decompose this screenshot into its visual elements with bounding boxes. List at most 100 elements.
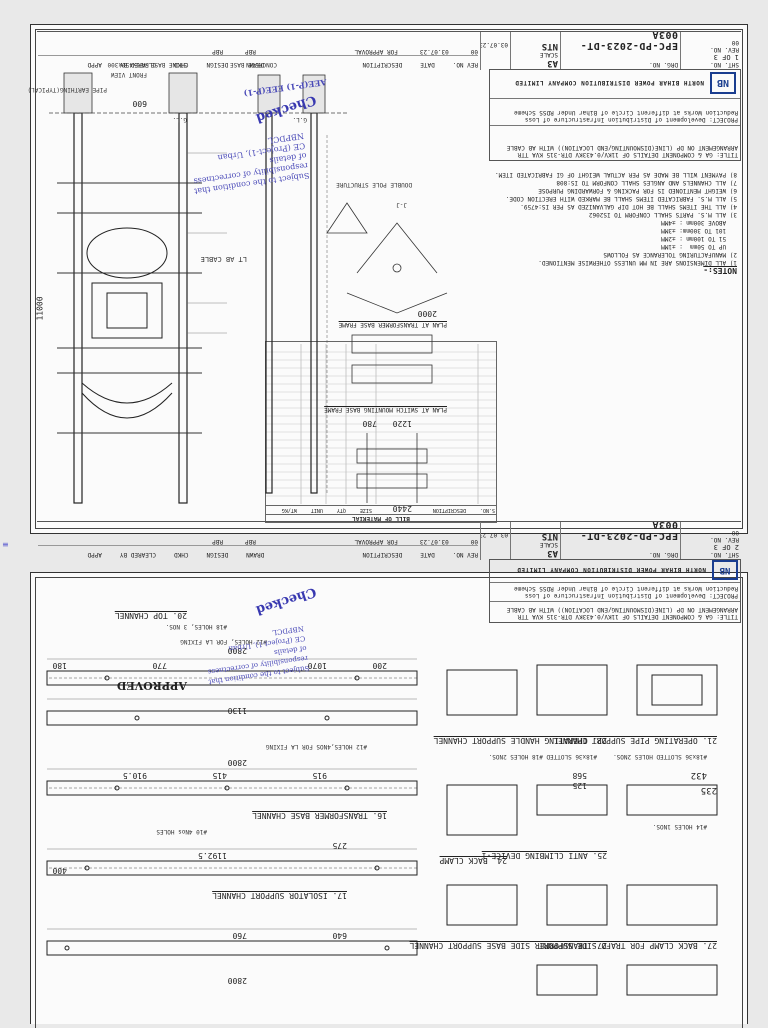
rev2-row-date: 03.07.23: [419, 538, 449, 545]
rev-label-2: REV. NO.: [710, 536, 739, 543]
rev2-row-drawn: RBP: [245, 538, 256, 545]
rev2-col-chkd: CHKD: [174, 551, 189, 558]
rev-table-header-2: REV NO. DATE DESCRIPTION DRAWN DESIGN CH…: [38, 545, 478, 558]
rev-row-description: FOR APPROVAL: [354, 48, 398, 55]
caption-operating-handle: 22. OPERATING HANDLE SUPPORT CHANNEL: [433, 736, 607, 745]
sheet-number: 1 OF 3: [713, 53, 739, 61]
dim-channel-seg-4: 180: [52, 661, 67, 670]
dim-channel-seg-10: 1192.5: [198, 851, 227, 860]
dim-channel-seg-1: 1070: [307, 661, 327, 670]
dim-channel-seg-8: 415: [212, 771, 227, 780]
company-block-2: NB NORTH BIHAR POWER DISTRIBUTION COMPAN…: [490, 558, 740, 582]
rev-number: 00: [731, 39, 739, 46]
dim-125: 125: [572, 781, 587, 790]
sheet-2-rotated-content: SHT. NO. 2 OF 3 REV. NO. 00 DRG. NO. EPC…: [31, 515, 747, 1025]
hole-note-3: #12 HOLES,4NOS FOR LA FIXING: [265, 743, 367, 750]
sheet-number-2: 2 OF 3: [713, 543, 739, 551]
section-jj-label: J-J: [396, 201, 407, 208]
dim-568: 568: [572, 771, 587, 780]
rev2-col-date: DATE: [420, 551, 435, 558]
dim-channel-seg-11: 400: [52, 866, 67, 875]
dim-channel-seg-5: 1130: [227, 706, 247, 715]
hole-note-6: #18x36 SLOTTED #18 HOLES 2NOS.: [488, 753, 597, 760]
plan-switch-caption: PLAN AT SWITCH MOUNTING BASE FRAME: [324, 406, 447, 413]
rev-row-revno: 00: [470, 48, 478, 55]
company-name-2: NORTH BIHAR POWER DISTRIBUTION COMPANY L…: [516, 566, 706, 574]
component-details-drawing: [46, 658, 718, 996]
dim-width-2: 1220: [392, 419, 412, 428]
rev2-row-revno: 00: [470, 538, 478, 545]
scale-value-2: NTS: [541, 531, 558, 541]
project-description-2: PROJECT: Development of Distribution Inf…: [490, 582, 740, 601]
rev2-col-description: DESCRIPTION: [362, 551, 403, 558]
rev2-col-cleared: CLEARED BY: [119, 551, 157, 558]
dim-foundation: 600: [132, 99, 147, 108]
dim-plan: 2000: [417, 309, 437, 318]
drawing-number-2: EPC-PD-2023-DT-003A: [580, 522, 678, 541]
hole-note-1: #18 HOLES, 3 NOS.: [165, 623, 227, 630]
rev-row-design: RBP: [212, 48, 224, 55]
concrete-base-label: CONCRETE BASE: [230, 61, 277, 68]
rev-row-date: 03.07.23: [419, 48, 449, 55]
dim-channel-seg-3: 200: [372, 661, 387, 670]
stone-base-label: STONE BASE 450x450x300: [107, 61, 187, 68]
rev-table-row-2: 00 03.07.23 FOR APPROVAL RBP RBP: [38, 533, 478, 545]
front-view-drawing: [47, 72, 448, 504]
sheet-number-label-2: SHT. NO.: [710, 551, 739, 558]
dim-channel-length-2: 2800: [227, 758, 247, 767]
dim-channel-seg-9: 275: [332, 841, 347, 850]
dim-channel-seg-7: 910.5: [122, 771, 147, 780]
hole-note-7: #14 HOLES 1NOS.: [652, 823, 707, 830]
sheet-1-rotated-content: SHT. NO. 1 OF 3 REV. NO. 00 DRG. NO. EPC…: [27, 25, 747, 533]
drawing-date: 03.07.23: [481, 41, 508, 48]
size-scale-cell-2: A3 SCALE NTS: [511, 522, 561, 560]
drawing-number: EPC-PD-2023-DT-003A: [580, 32, 678, 51]
rev2-col-drawn: DRAWN: [246, 551, 265, 558]
dim-channel-seg-6: 915: [312, 771, 327, 780]
hole-note-5: #18x36 SLOTTED HOLES 2NOS.: [613, 753, 707, 760]
sheet-number-cell-2: SHT. NO. 2 OF 3 REV. NO. 00: [681, 522, 741, 560]
bom-grid: [266, 344, 496, 504]
drawing-sheet-1: SHT. NO. 1 OF 3 REV. NO. 00 DRG. NO. EPC…: [27, 24, 748, 534]
dim-235: 235: [700, 785, 717, 795]
dim-channel-seg-2: 770: [152, 661, 167, 670]
dim-channel-seg-12: 640: [332, 931, 347, 940]
pipe-earthing-label: PIPE EARTHING(TYPICAL): [27, 86, 107, 93]
rev2-col-design: DESIGN: [206, 551, 229, 558]
dim-width-3: 780: [362, 419, 377, 428]
drawing-number-cell-2: DRG. NO. EPC-PD-2023-DT-003A: [561, 522, 681, 560]
rev-row-drawn: RBP: [245, 48, 256, 55]
sheet-2-frame: [35, 577, 743, 1028]
ground-level-label-2: G.L.: [292, 116, 307, 123]
title-info-block-2: TITLE: GA & COMPONENT DETAILS OF 11KV/0.…: [489, 559, 741, 623]
dim-width-1: 2440: [392, 504, 412, 513]
rev2-row-description: FOR APPROVAL: [354, 538, 398, 545]
rev2-row-design: RBP: [212, 538, 224, 545]
company-logo-2: NB: [712, 560, 738, 580]
rev-label: REV. NO.: [710, 46, 739, 53]
sheet-size-2: A3: [547, 548, 558, 558]
rev2-col-appd: APPD: [87, 551, 102, 558]
approved-stamp: APPROVED: [116, 679, 187, 692]
ground-level-label-1: G.L.: [172, 116, 187, 123]
date-cell-2: 03.07.23: [481, 522, 511, 560]
caption-support-channel: 17. ISOLATOR SUPPORT CHANNEL: [212, 891, 347, 900]
dim-channel-length-3: 2800: [227, 976, 247, 985]
dim-channel-seg-13: 760: [232, 931, 247, 940]
dim-height: 11000: [35, 296, 45, 321]
margin-mark: ≡: [2, 540, 9, 549]
front-view-label: FRONT VIEW: [110, 71, 147, 78]
caption-anti-climbing: 25. ANTI CLIMBING DEVICE-1: [481, 851, 607, 860]
rev-number-2: 00: [731, 529, 739, 536]
rev2-col-revno: REV NO.: [452, 551, 478, 558]
sheet-1-frame: [35, 29, 743, 529]
scale-label-2: SCALE: [539, 541, 558, 548]
drawing-sheet-2: SHT. NO. 2 OF 3 REV. NO. 00 DRG. NO. EPC…: [30, 521, 748, 1028]
drawing-date-2: 03.07.23: [481, 531, 508, 538]
dim-432: 432: [690, 770, 707, 780]
double-pole-label: DOUBLE POLE STRUCTURE: [336, 181, 412, 188]
drawing-number-label-2: DRG. NO.: [649, 551, 678, 558]
scale-value: NTS: [541, 41, 558, 51]
checked-stamp-2: Checked: [254, 583, 318, 618]
scale-label: SCALE: [539, 51, 558, 58]
